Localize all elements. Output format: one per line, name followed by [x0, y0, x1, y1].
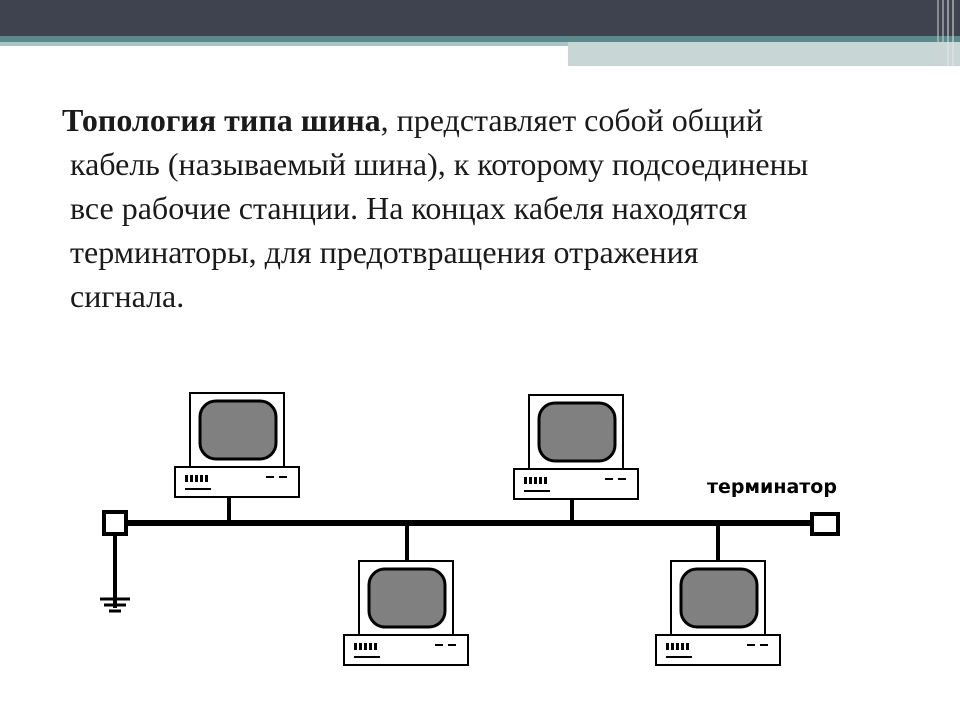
- description-line4: терминаторы, для предотвращения отражени…: [70, 234, 699, 270]
- description-line3: все рабочие станции. На концах кабеля на…: [70, 190, 748, 226]
- workstation-1: [173, 391, 301, 499]
- terminator-label: терминатор: [707, 476, 837, 498]
- corner-decoration: [937, 0, 954, 66]
- description-line2: кабель (называемый шина), к которому под…: [70, 146, 809, 182]
- accent-block: [568, 42, 960, 66]
- workstation-3: [342, 559, 470, 667]
- workstation-2: [512, 393, 640, 501]
- description-line5: сигнала.: [70, 278, 185, 314]
- description-line1-rest: , представляет собой общий: [380, 102, 763, 138]
- header-bar: [0, 0, 960, 36]
- accent-strip-light: [0, 42, 568, 46]
- description-bold-lead: Топология типа шина: [62, 102, 381, 138]
- accent-strip: [0, 36, 960, 42]
- workstation-4: [654, 559, 782, 667]
- right-terminator: [810, 512, 840, 536]
- left-terminator: [102, 510, 128, 536]
- description-text: Топология типа шина, представляет собой …: [62, 98, 932, 318]
